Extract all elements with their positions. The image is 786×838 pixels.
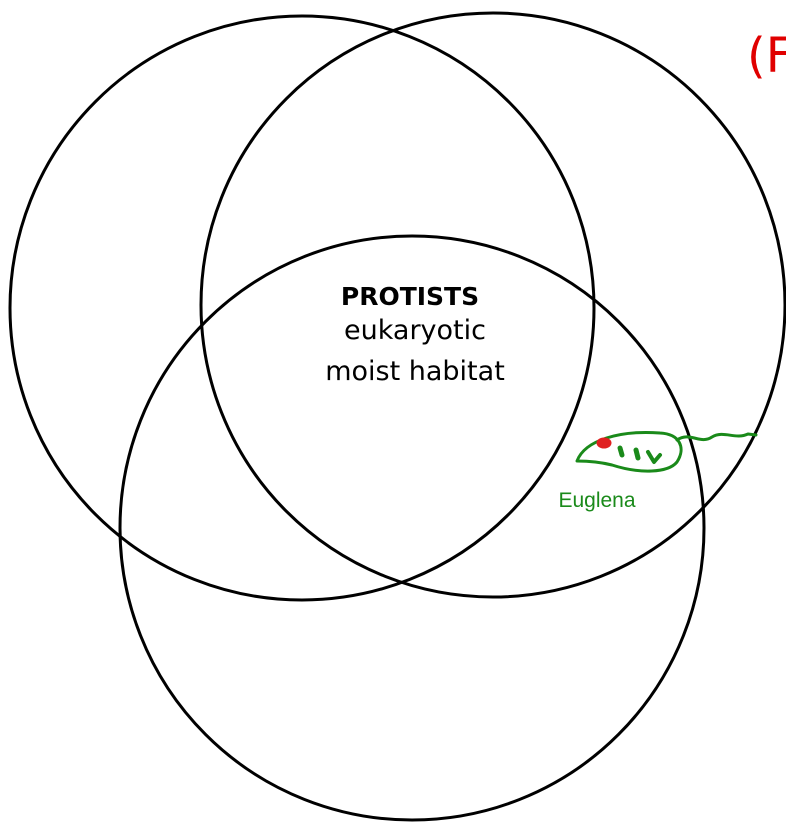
trait-habitat: moist habitat: [270, 356, 560, 387]
trait-eukaryotic: eukaryotic: [270, 315, 560, 346]
corner-annotation: (F: [747, 28, 786, 84]
organism-label: Euglena: [547, 489, 647, 513]
euglena-drawing-icon: [577, 432, 756, 471]
diagram-heading: PROTISTS: [300, 282, 520, 311]
